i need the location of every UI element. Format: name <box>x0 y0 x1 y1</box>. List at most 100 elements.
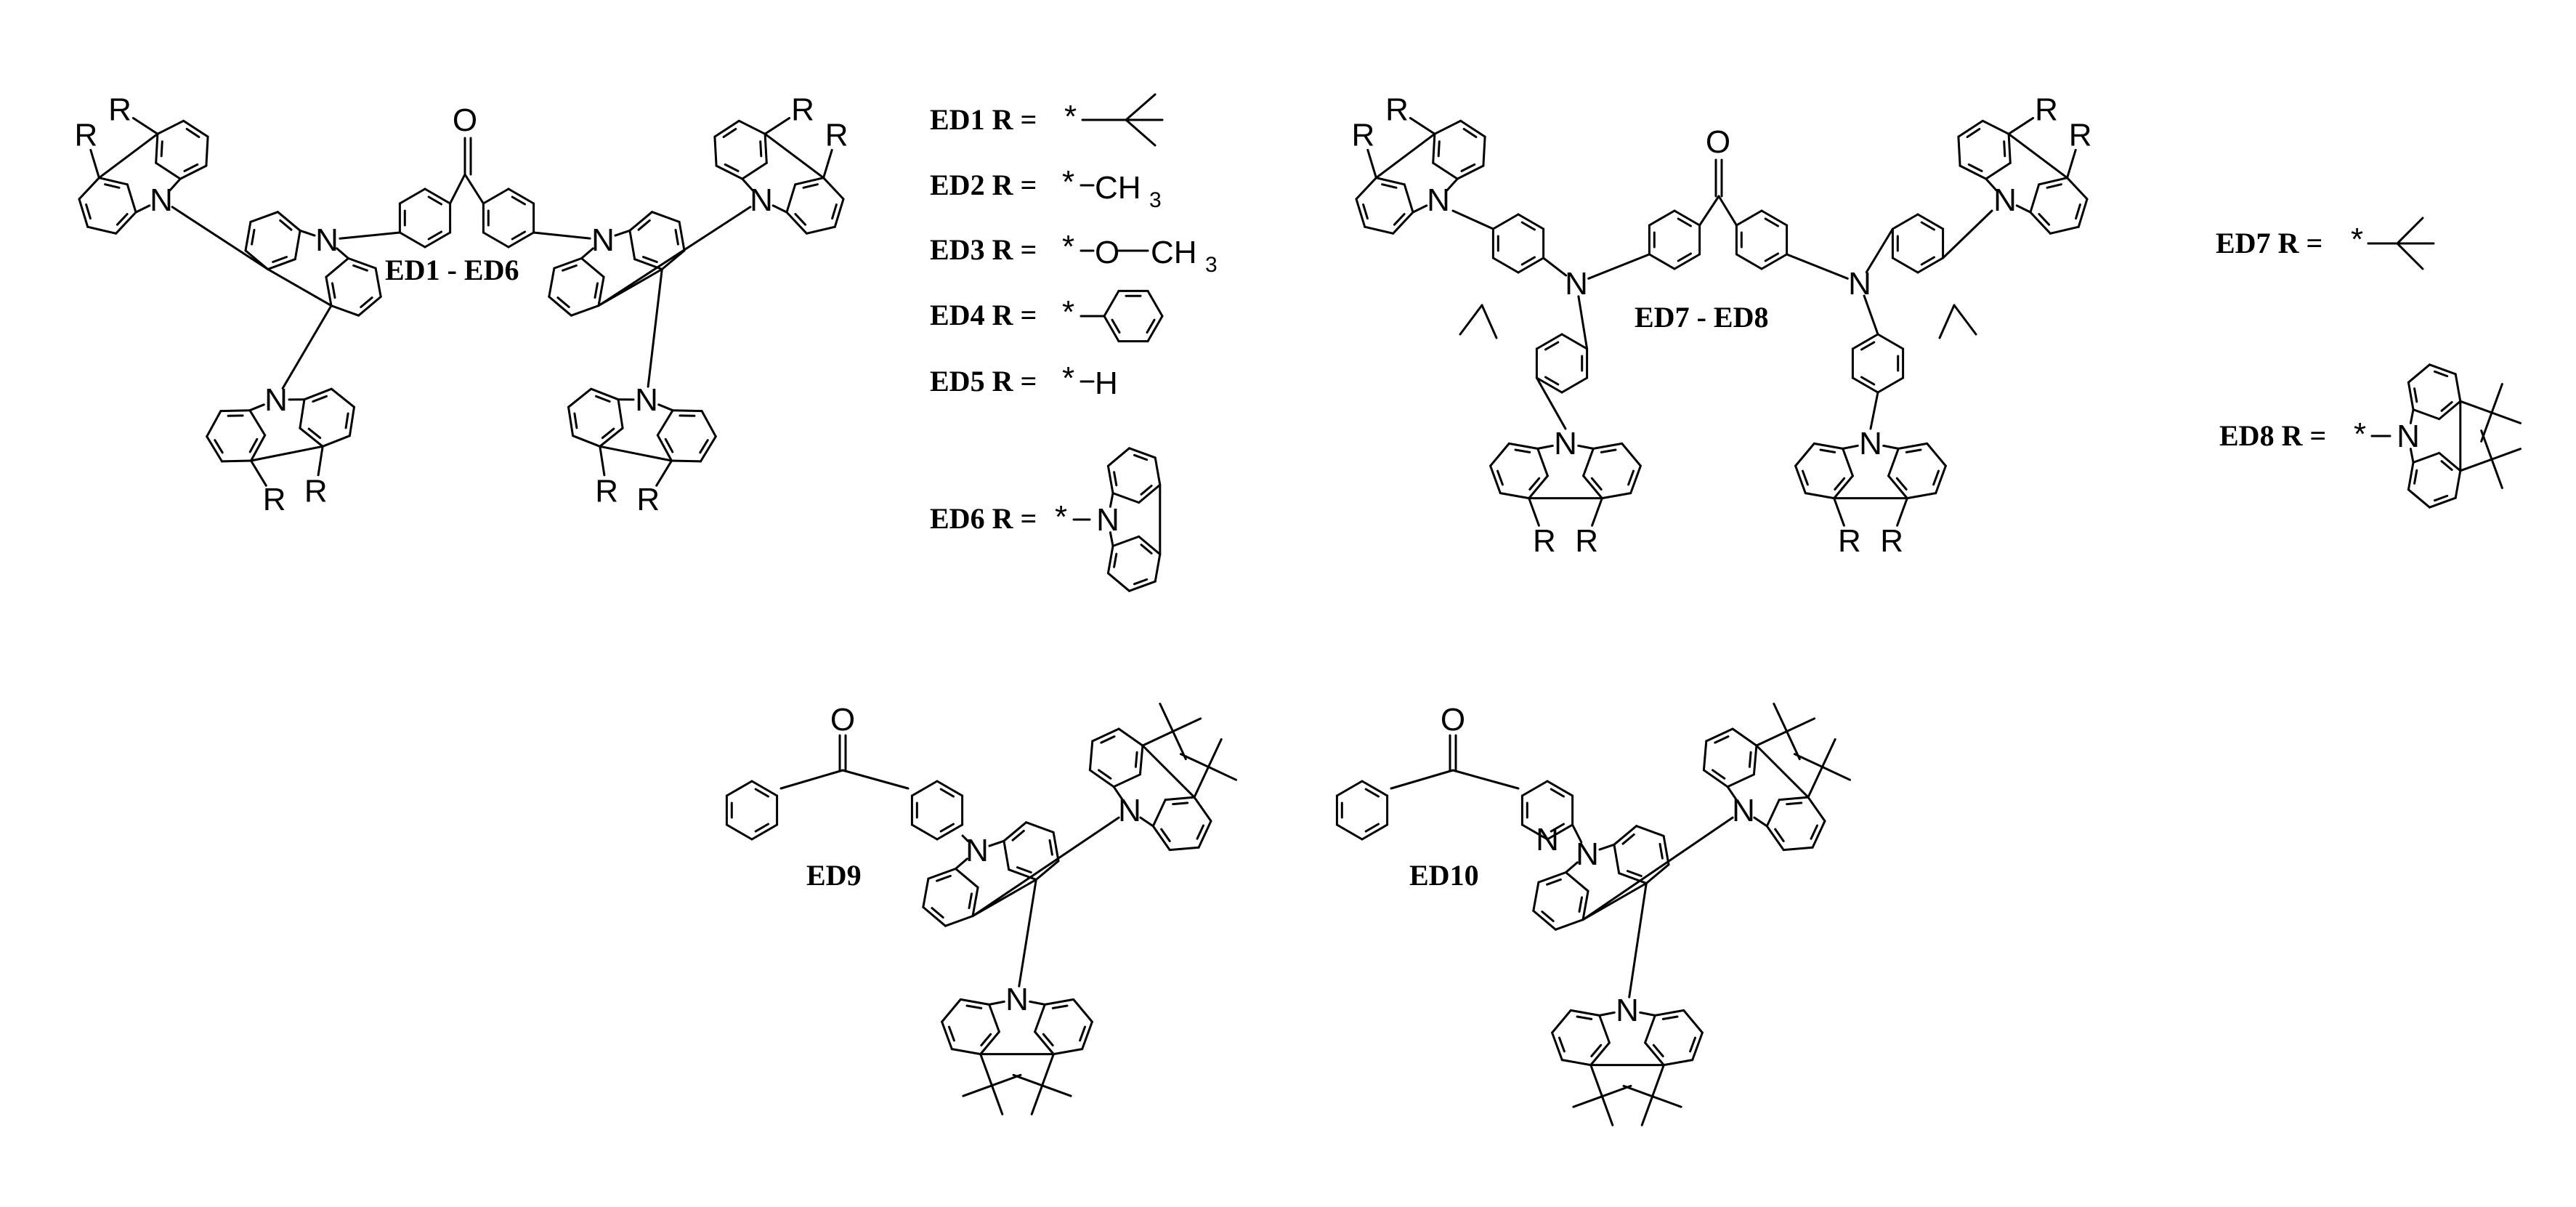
ed1-core-cbz-left-ring-b-bond <box>330 304 360 317</box>
ed1-per-cbz-br-ring-a-bond <box>599 427 624 448</box>
ed10-phenyl-double-bond <box>1364 823 1380 833</box>
ed8-carbazole-ring-b-bond <box>2407 363 2431 384</box>
ed10-per-cbz-b-n-bond <box>1639 1011 1656 1017</box>
ed1-per-cbz-br-n-atom: N <box>635 382 658 418</box>
ed7-acr-right-n-a <box>1865 227 1894 274</box>
ed7-left-phenyl-double-bond <box>1677 217 1692 227</box>
ed9-core-cbz-n-bond <box>955 857 968 870</box>
ed1-per-cbz-br-r-label: R <box>636 482 660 517</box>
ed10-per-cbz-tr-biaryl-bond <box>1755 744 1810 799</box>
ed1-per-cbz-br-ring-a-bond <box>567 405 575 437</box>
ed9-per-cbz-tr-tbutyl-methyl <box>1207 738 1223 768</box>
ed1-per-cbz-tr-ring-a-double-bond <box>831 203 838 220</box>
ed10-link-tr <box>1581 816 1734 921</box>
ed7-per-cbz-tr-ring-a-bond <box>2077 198 2089 228</box>
ed9-core-cbz-ring-a-bond <box>922 905 947 927</box>
star-ed5: * <box>1062 360 1074 396</box>
star-ed6: * <box>1055 499 1067 535</box>
ed9-per-cbz-tr-ring-a-bond <box>1151 799 1167 828</box>
ed7-per-cbz-tr-ring-b-bond <box>1957 119 1984 138</box>
label-ed10: ED10 <box>1409 859 1479 892</box>
ed7-co-bond-right <box>1717 195 1738 227</box>
ed1-core-cbz-right-ring-b-double-bond <box>637 219 651 231</box>
ed7-right-phenyl-bond <box>1735 253 1763 270</box>
ed7-per-cbz-tl-ring-a-bond <box>1433 119 1462 135</box>
ed9-core-cbz-ring-a-double-bond <box>968 892 973 909</box>
ed10-core-cbz-ring-a-double-bond <box>1541 911 1555 922</box>
label-ed9: ED9 <box>806 859 862 892</box>
ed9-per-cbz-b-ring-a-bond <box>959 998 991 1006</box>
ed7-per-cbz-tr-ring-b-bond <box>2007 132 2012 164</box>
ed7-per-cbz-tl-ring-b-bond <box>1355 198 1366 228</box>
ed10-per-cbz-b-tbutyl-methyl <box>1640 1095 1654 1126</box>
ed7-per-cbz-bl-r-label: R <box>1533 523 1556 559</box>
ed8-carbazole-ring-b-double-bond <box>2413 387 2418 403</box>
ed1-core-cbz-right-ring-a-double-bond <box>594 282 599 299</box>
ed9-carbonyl-o: O <box>830 702 855 738</box>
ed1-per-cbz-bl-r-bond <box>317 445 324 477</box>
ed7-per-cbz-br-ring-a-double-bond <box>1819 448 1836 453</box>
ed1-core-cbz-right-ring-a-bond <box>580 257 605 278</box>
ed7-right-methyl-b <box>1938 304 1956 339</box>
ed10-per-cbz-tr-ring-a-double-bond <box>1774 828 1785 842</box>
ed10-per-cbz-tr-ring-a-bond <box>1811 820 1826 849</box>
ed9-core-cbz-ring-a-bond <box>944 915 974 927</box>
ed9-per-cbz-b-ring-b-double-bond <box>1051 1004 1069 1009</box>
ed8-carbazole-ring-b-bond <box>2412 408 2441 421</box>
ed1-per-cbz-bl-ring-a-bond <box>206 435 223 463</box>
ed10-per-cbz-b-ring-a-double-bond <box>1590 1043 1603 1057</box>
ed7-per-cbz-tr-ring-a-bond <box>2038 177 2069 186</box>
ed1-per-cbz-tl-ring-b-bond <box>86 225 118 235</box>
ed7-per-cbz-bl-ring-a-double-bond <box>1496 469 1504 486</box>
ed1-core-cbz-right-n-bond <box>614 229 631 237</box>
ed6-carbazole-ring-b-bond <box>1128 447 1157 459</box>
ed4-phenyl-bond <box>1103 289 1120 318</box>
ed9-per-cbz-b-tbutyl-methyl <box>990 1084 1004 1115</box>
ed10-per-cbz-b-tbutyl-bond <box>1589 1064 1603 1098</box>
ed9-per-cbz-tr-biaryl-bond <box>1141 744 1196 799</box>
ed9-per-cbz-b-ring-a-bond <box>988 1003 1000 1033</box>
ed9-core-cbz-ring-a-double-bond <box>936 874 952 882</box>
r-line-ed7: ED7 R = <box>2216 227 2322 259</box>
ed10-per-cbz-b-ring-a-double-bond <box>1558 1036 1566 1053</box>
ed7-per-cbz-tl-ring-a-double-bond <box>1460 163 1476 172</box>
ed10-pyridine-bond <box>1546 780 1574 797</box>
ed7-per-cbz-tl-ring-b-bond <box>1374 177 1406 186</box>
ed1-core-cbz-right-ring-a-double-bond <box>562 264 578 272</box>
ed1-per-cbz-br-ring-a-double-bond <box>573 412 578 429</box>
ed7-per-cbz-br-r-bond <box>1896 497 1908 527</box>
ed9-core-cbz-ring-a-bond <box>971 886 979 918</box>
ed1-per-cbz-br-biaryl-bond <box>599 445 673 462</box>
ed8-carbazole-tbutyl-methyl <box>2480 411 2493 443</box>
ed1-core-cbz-left-ring-a-bond <box>249 211 279 223</box>
ed1-per-cbz-bl-ring-a-bond <box>248 409 267 437</box>
ed7-acr-left-ring-b-bond <box>1560 333 1589 350</box>
ed10-core-cbz-n-bond <box>1598 843 1616 851</box>
ed7-per-cbz-br-ring-a-bond <box>1833 475 1854 500</box>
ed7-right-phenyl-bond <box>1760 209 1789 227</box>
ed7-per-cbz-bl-ring-a-bond <box>1536 447 1549 477</box>
ed8-carbazole-tbutyl-methyl <box>2490 448 2522 461</box>
ed7-acridan-n-left: N <box>1565 266 1588 302</box>
ed10-core-cbz-n-bond <box>1565 861 1579 873</box>
ed1-left-phenyl-bond <box>398 231 426 249</box>
star-ed7: * <box>2351 222 2363 257</box>
ed10-phenyl-bond <box>1361 823 1389 841</box>
ed10-phenyl-bond <box>1335 823 1364 841</box>
ed7-per-cbz-tr-ring-a-bond <box>2029 211 2052 235</box>
ed10-pyridine-bond <box>1520 823 1549 841</box>
ed6-carbazole-ring-a-bond <box>1106 572 1130 592</box>
ed1-core-cbz-left-n-bond <box>299 229 316 237</box>
ed10-per-cbz-b-ring-a-bond <box>1560 1059 1592 1067</box>
ed7-per-cbz-tr-ring-a-bond <box>2066 177 2089 201</box>
ed10-per-cbz-b-ring-a-bond <box>1589 1041 1611 1067</box>
ed9-per-cbz-b-tbutyl-bond <box>1041 1053 1055 1087</box>
ed10-per-cbz-tr-ring-b-double-bond <box>1748 751 1752 768</box>
carbonyl-o-left-top: O <box>453 102 477 138</box>
ed1-per-cbz-tr-ring-a-bond <box>833 198 845 228</box>
methoxy-subscript: 3 <box>1205 253 1218 277</box>
ed7-acr-left-ring-a-double-bond <box>1520 221 1536 231</box>
ed9-core-cbz-ring-b-double-bond <box>1048 839 1053 856</box>
ed10-per-cbz-b-ring-a-bond <box>1551 1031 1563 1062</box>
